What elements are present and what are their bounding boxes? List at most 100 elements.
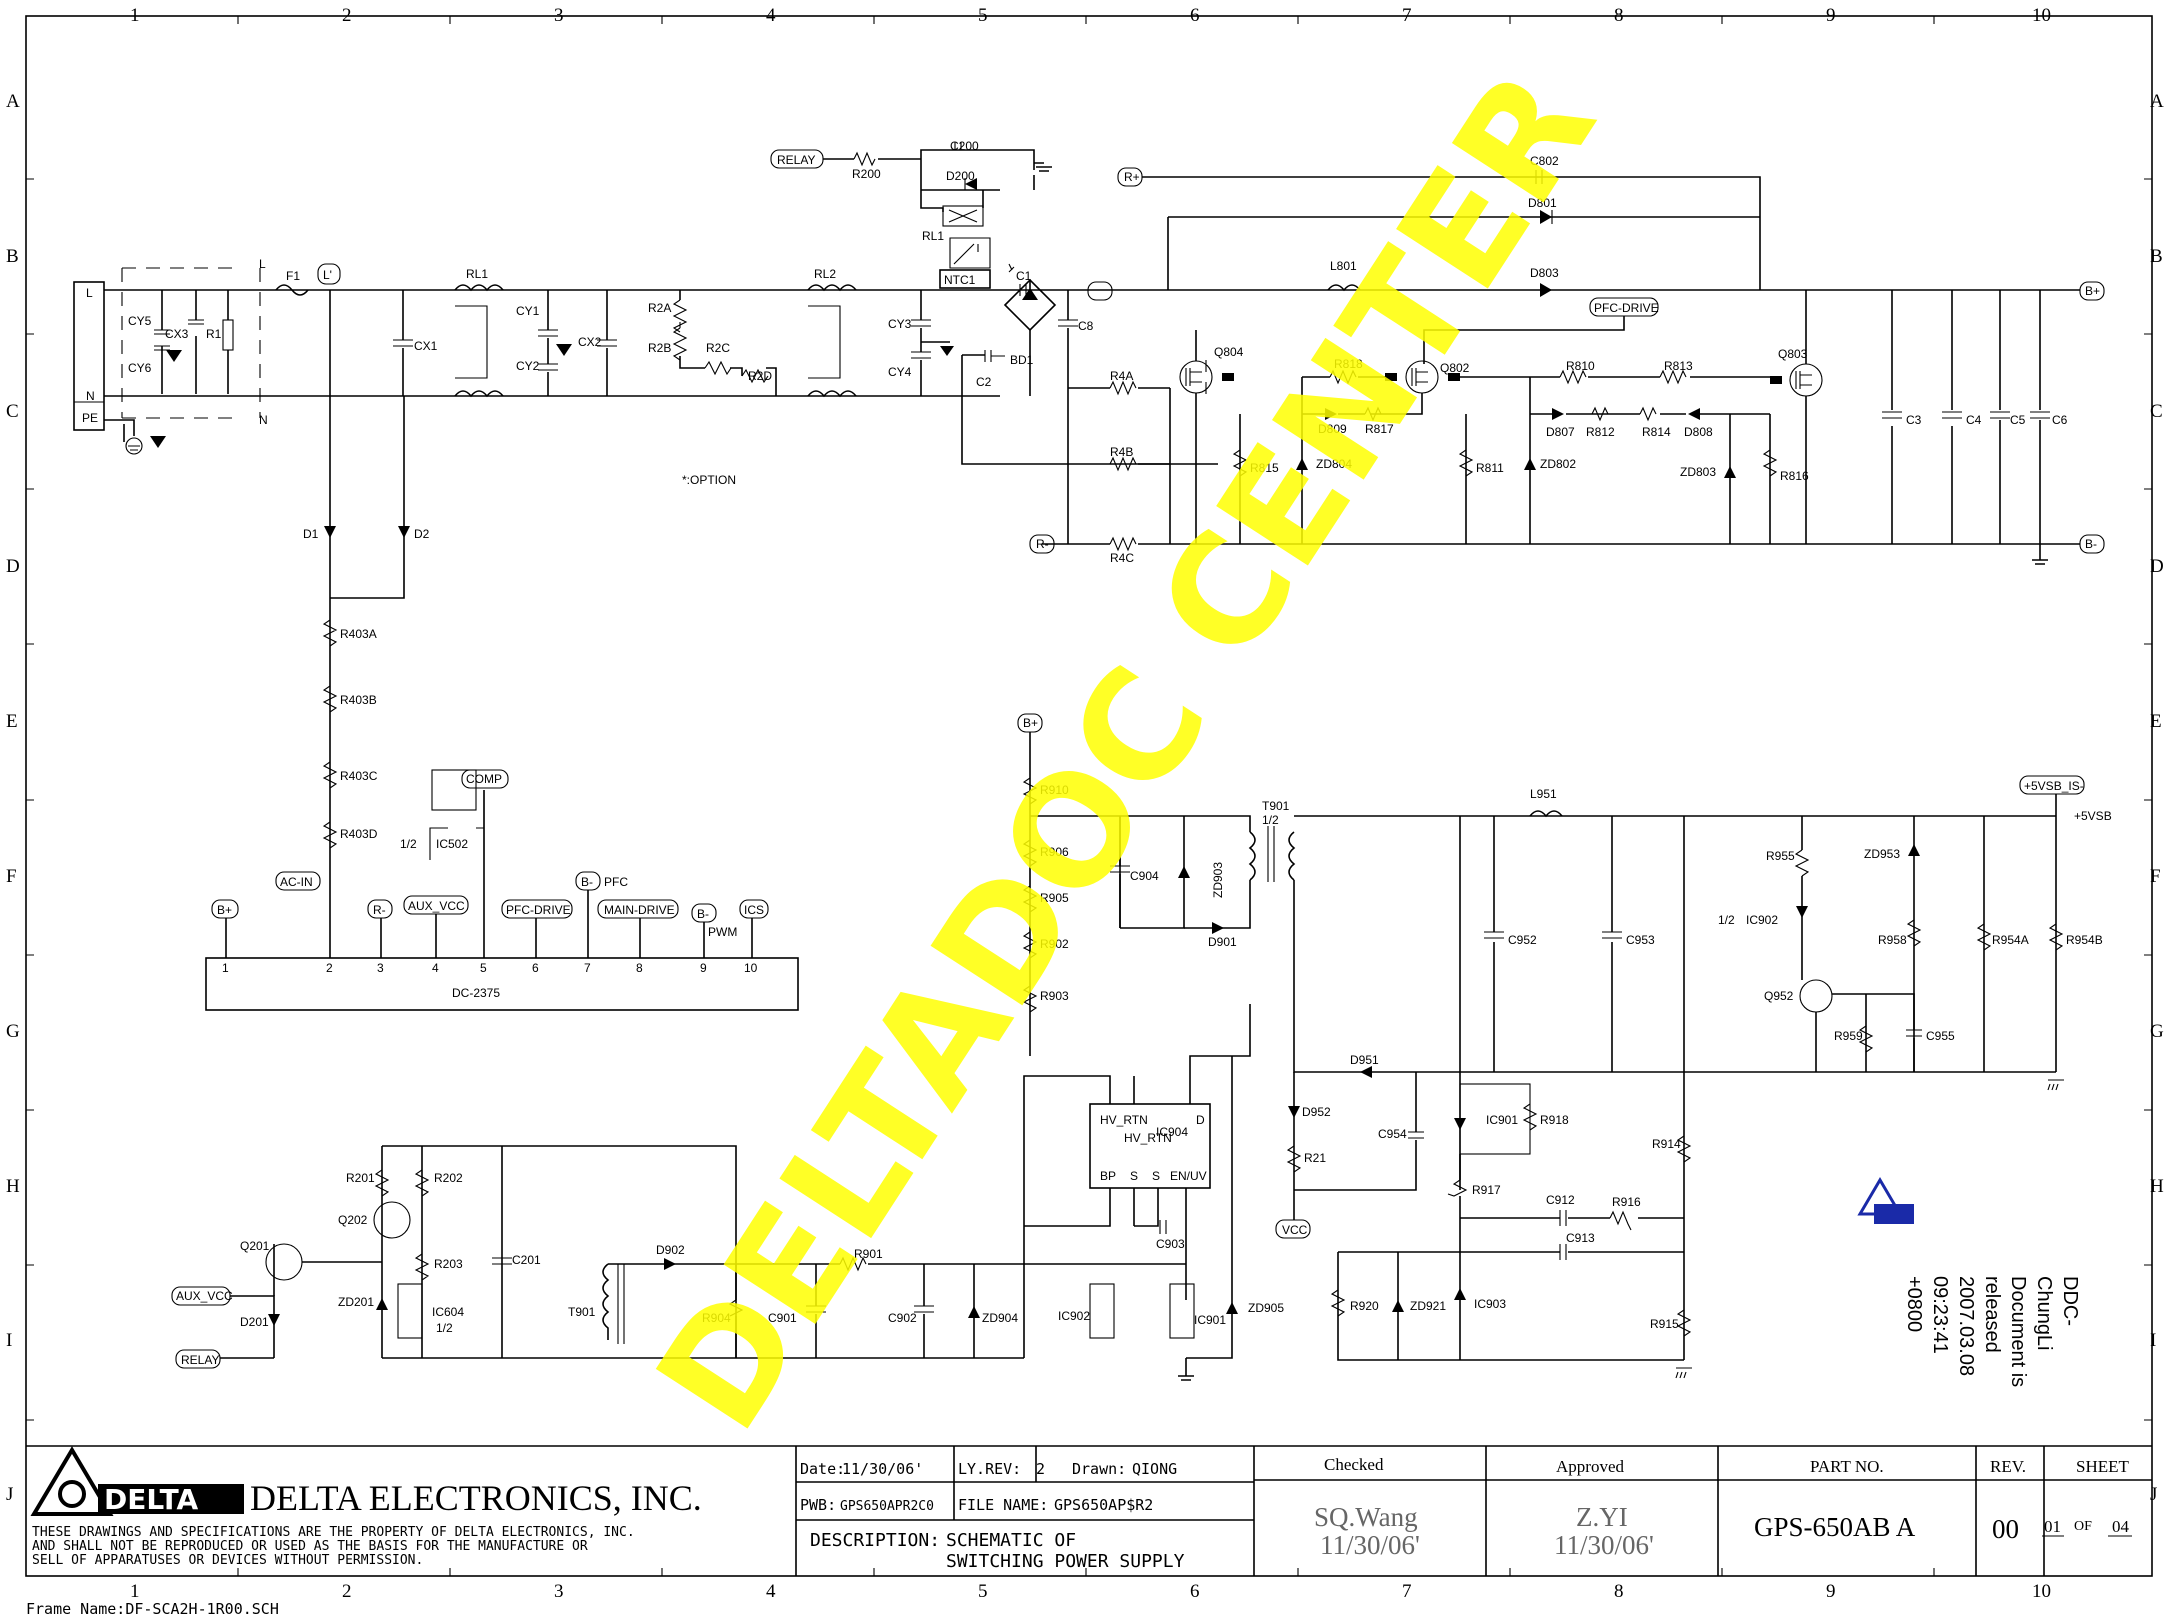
sheet-number: 01	[2044, 1517, 2061, 1536]
label-c802: C802	[1530, 154, 1559, 168]
stamp-line: ChungLi	[2033, 1276, 2055, 1351]
ic904-chip	[1089, 1103, 1211, 1189]
frame-name: Frame Name:DF-SCA2H-1R00.SCH	[26, 1600, 279, 1618]
label-c2: C2	[976, 375, 992, 389]
file-value: GPS650AP$R2	[1054, 1496, 1153, 1514]
label-r905: R905	[1040, 891, 1069, 905]
label-c912: C912	[1546, 1193, 1575, 1207]
zener-icon	[376, 1298, 388, 1310]
svg-text:B-: B-	[697, 907, 709, 921]
diode-icon	[324, 526, 336, 538]
row-label: D	[2150, 556, 2164, 577]
svg-text:B-: B-	[2085, 537, 2097, 551]
label-ic902: IC902	[1746, 913, 1778, 927]
label-d803: D803	[1530, 266, 1559, 280]
ly-rev-label: LY.REV:	[958, 1460, 1021, 1478]
label-d808: D808	[1684, 425, 1713, 439]
column-markers-top: 1 2 3 4 5 6 7 8 9 10	[130, 5, 2051, 26]
label-r4c: R4C	[1110, 551, 1134, 565]
svg-text:MAIN-DRIVE: MAIN-DRIVE	[604, 903, 675, 917]
svg-text:B+: B+	[2085, 284, 2100, 298]
label-zd903: ZD903	[1211, 862, 1225, 898]
label-c953: C953	[1626, 933, 1655, 947]
optocoupler-icon	[397, 1283, 423, 1339]
label-ic904: IC904	[1156, 1125, 1188, 1139]
label-d901: D901	[1208, 935, 1237, 949]
label-c955: C955	[1926, 1029, 1955, 1043]
row-markers-right: A B C D E F G H I J	[2150, 91, 2164, 1505]
label-r815: R815	[1250, 461, 1279, 475]
port-ac-in	[275, 871, 321, 891]
label-c954: C954	[1378, 1127, 1407, 1141]
label-r910: R910	[1040, 783, 1069, 797]
label-f1: F1	[286, 269, 300, 283]
port-r-minus	[1029, 534, 1055, 554]
label-zd921: ZD921	[1410, 1299, 1446, 1313]
sheet-label: SHEET	[2076, 1457, 2130, 1476]
desc-line1: SCHEMATIC OF	[946, 1530, 1076, 1551]
label-rl1-relay: RL1	[922, 229, 944, 243]
row-label: J	[2150, 1484, 2157, 1505]
ic904-pin-s1: S	[1130, 1169, 1138, 1183]
zener-icon	[1296, 458, 1308, 470]
pin-label: 3	[377, 961, 384, 975]
inductor-icon	[807, 284, 857, 292]
port-relay-bottom	[175, 1349, 221, 1369]
label-c904: C904	[1130, 869, 1159, 883]
row-label: H	[2150, 1176, 2164, 1197]
label-r915: R915	[1650, 1317, 1679, 1331]
svg-text:B-: B-	[581, 875, 593, 889]
label-r403b: R403B	[340, 693, 377, 707]
svg-text:PFC-DRIVE: PFC-DRIVE	[1594, 301, 1659, 315]
label-c902: C902	[888, 1311, 917, 1325]
label-r810: R810	[1566, 359, 1595, 373]
label-r914: R914	[1652, 1137, 1681, 1151]
label-dc2375: DC-2375	[452, 986, 500, 1000]
earth-ground-icon	[125, 437, 143, 455]
part-number: GPS-650AB A	[1754, 1512, 1916, 1542]
zener-icon	[1524, 458, 1536, 470]
label-d807: D807	[1546, 425, 1575, 439]
node-lprime: L'	[323, 268, 332, 282]
col-label: 8	[1614, 1581, 1624, 1602]
port-b-plus-c	[211, 899, 239, 919]
ntc-icon	[939, 269, 991, 289]
ly-rev-value: 2	[1036, 1460, 1045, 1478]
diode-icon	[1325, 408, 1337, 420]
frame-ticks	[26, 16, 2152, 1576]
column-markers-bottom: 1 2 3 4 5 6 7 8 9 10	[130, 1581, 2051, 1602]
label-r918: R918	[1540, 1113, 1569, 1127]
label-c903: C903	[1156, 1237, 1185, 1251]
label-plus5vsb: +5VSB	[2074, 809, 2112, 823]
port-vcc	[1275, 1219, 1311, 1239]
ic904-pin-s2: S	[1152, 1169, 1160, 1183]
svg-text:R-: R-	[1036, 537, 1049, 551]
col-label: 1	[130, 5, 140, 26]
label-q202: Q202	[338, 1213, 368, 1227]
label-r818: R818	[1334, 357, 1363, 371]
approved-by: Z.YI	[1576, 1502, 1628, 1532]
label-c4: C4	[1966, 413, 1982, 427]
row-label: H	[6, 1176, 20, 1197]
port-comp	[461, 769, 509, 789]
label-d952: D952	[1302, 1105, 1331, 1119]
ic904-pin-en: EN/UV	[1170, 1169, 1207, 1183]
label-bd1: BD1	[1010, 353, 1034, 367]
row-label: B	[2150, 246, 2163, 267]
row-label: C	[2150, 401, 2163, 422]
label-q201: Q201	[240, 1239, 270, 1253]
col-label: 2	[342, 1581, 352, 1602]
label-cx1: CX1	[414, 339, 438, 353]
label-c901: C901	[768, 1311, 797, 1325]
label-d801: D801	[1528, 196, 1557, 210]
row-label: C	[6, 401, 19, 422]
col-label: 10	[2032, 1581, 2051, 1602]
svg-text:VCC: VCC	[1282, 1223, 1308, 1237]
zener-icon	[1178, 866, 1190, 878]
desc-line2: SWITCHING POWER SUPPLY	[946, 1551, 1185, 1572]
optocoupler-icon	[431, 769, 477, 811]
approved-label: Approved	[1556, 1457, 1624, 1476]
label-d1: D1	[303, 527, 319, 541]
svg-text:R+: R+	[1124, 170, 1140, 184]
label-r201: R201	[346, 1171, 375, 1185]
